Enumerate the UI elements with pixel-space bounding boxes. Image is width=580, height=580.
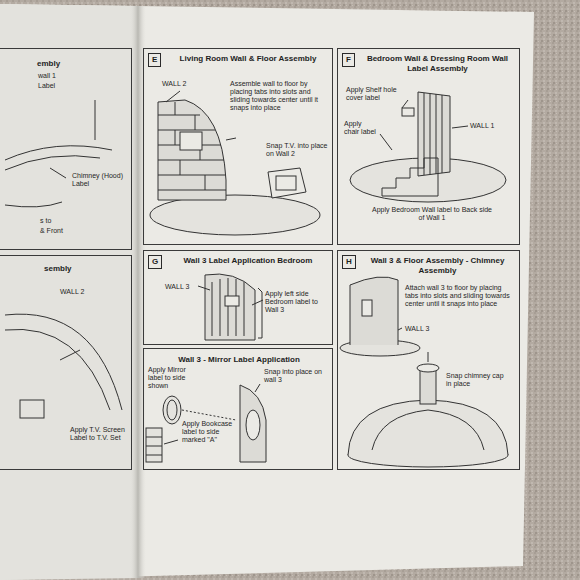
step-letter-box: E: [148, 53, 161, 67]
callout-text: Snap chimney cap in place: [446, 372, 508, 388]
left-page: [0, 4, 138, 580]
callout-text: Apply Mirror label to side shown: [148, 366, 198, 390]
callout-text: Chimney (Hood) Label: [72, 172, 124, 188]
wall-3-art: [198, 274, 263, 340]
callout-text: wall 1: [38, 72, 98, 80]
callout-text: Attach wall 3 to floor by placing tabs i…: [405, 284, 515, 308]
step-title: sembly: [44, 264, 124, 274]
step-letter-box: H: [342, 255, 356, 269]
step-title: Wall 3 - Mirror Label Application: [150, 355, 328, 365]
step-letter-box: F: [342, 53, 355, 67]
callout-text: WALL 3: [405, 325, 445, 333]
step-letter: F: [346, 55, 351, 64]
step-letter-box: G: [148, 255, 162, 269]
step-panel: Wall 3 & Floor Assembly - Chimney Assemb…: [337, 250, 520, 470]
step-panel: embly: [0, 48, 132, 250]
callout-text: WALL 2: [60, 288, 100, 296]
step-title: embly: [37, 59, 117, 69]
callout-text: s to: [40, 217, 100, 225]
step-title: Wall 3 Label Application Bedroom: [168, 256, 328, 266]
callout-text: Snap into place on wall 3: [264, 368, 324, 384]
step-letter: E: [152, 55, 157, 64]
booklet-page: [0, 4, 534, 580]
step-title: Living Room Wall & Floor Assembly: [168, 54, 328, 64]
left-panel-art: [5, 100, 122, 418]
bedroom-wall-art: [350, 92, 506, 202]
step-panel: Wall 3 Label Application Bedroom G: [143, 250, 333, 345]
callout-text: WALL 2: [162, 80, 202, 88]
callout-text: Assemble wall to floor by placing tabs i…: [230, 80, 326, 112]
callout-text: Apply chair label: [344, 120, 378, 136]
callout-text: Apply Shelf hole cover label: [346, 86, 406, 102]
callout-text: WALL 3: [165, 283, 205, 291]
callout-text: Snap T.V. into place on Wall 2: [266, 142, 328, 158]
step-title: Wall 3 & Floor Assembly - Chimney Assemb…: [360, 256, 515, 275]
callout-text: Apply Bedroom Wall label to Back side of…: [372, 206, 492, 222]
callout-text: & Front: [40, 227, 100, 235]
callout-text: Apply left side Bedroom label to Wall 3: [265, 290, 329, 314]
callout-text: Apply T.V. Screen Label to T.V. Set: [70, 426, 128, 442]
step-title: Bedroom Wall & Dressing Room Wall Label …: [360, 54, 515, 73]
callout-text: Apply Bookcase label to side marked "A": [182, 420, 234, 444]
callout-text: WALL 1: [470, 122, 510, 130]
living-room-wall-art: [150, 91, 320, 235]
step-letter: H: [346, 257, 352, 266]
mirror-label-art: [146, 384, 266, 462]
step-letter: G: [152, 257, 158, 266]
callout-text: Label: [38, 82, 98, 90]
